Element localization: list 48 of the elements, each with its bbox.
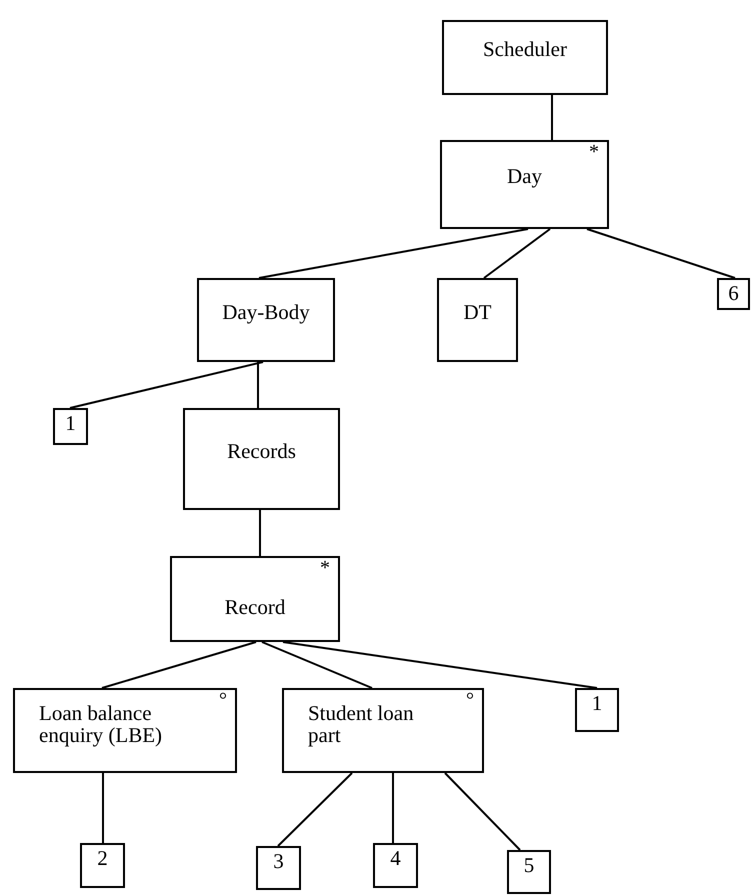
connector-line [257,362,259,408]
number-box [80,843,125,888]
process-box [170,556,340,642]
connector-line [551,95,553,140]
connector-line [258,228,528,279]
node-label: 2 [97,845,108,872]
node-label: Scheduler [483,36,567,63]
process-box [442,20,608,95]
node-label: Student loan part [308,702,415,746]
number-box [53,408,88,445]
node-label: DT [464,298,492,326]
node-label: Loan balance enquiry (LBE) [39,702,164,746]
connector-line [102,641,256,689]
connector-line [392,773,394,843]
node-label: Day [507,163,542,190]
connector-line [586,228,736,279]
node-label: 4 [390,845,401,872]
number-box [256,846,301,890]
number-box [507,850,551,894]
corner-mark: * [589,142,599,162]
connector-line [102,773,104,843]
process-box [282,688,484,773]
connector-line [277,772,353,847]
connector-line [259,510,261,556]
process-box [437,278,518,362]
process-box [197,278,335,362]
process-box [183,408,340,510]
connector-line [70,361,264,409]
corner-mark: ° [219,690,227,710]
node-label: 1 [65,410,76,436]
connector-line [282,641,598,689]
node-label: Records [227,438,296,464]
node-label: 1 [592,690,602,716]
node-label: 3 [273,848,284,874]
connector-line [444,772,521,851]
number-box [717,278,750,310]
process-box [13,688,237,773]
number-box [373,843,418,888]
process-box [440,140,609,229]
number-box [575,688,619,732]
corner-mark: ° [466,690,474,710]
corner-mark: * [320,558,330,578]
node-label: 5 [524,852,534,878]
connector-line [262,641,372,689]
node-label: 6 [728,280,739,306]
node-label: Day-Body [222,298,310,326]
node-label: Record [224,594,286,620]
connector-line [483,228,551,279]
